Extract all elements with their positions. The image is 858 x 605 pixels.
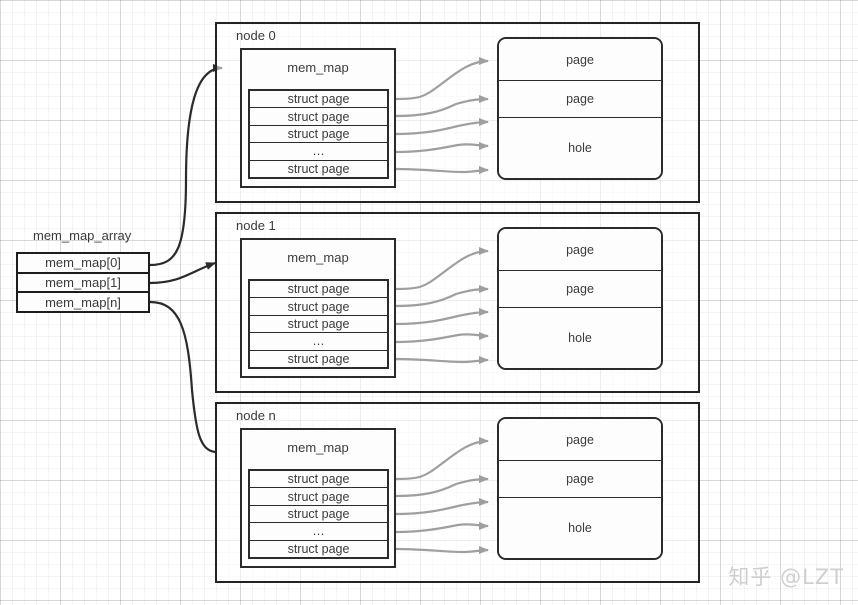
node-label-2: node n — [236, 408, 276, 423]
watermark: 知乎 @LZT — [728, 565, 844, 589]
mem-map-title-2: mem_map — [287, 440, 349, 455]
page-cell[interactable]: page — [499, 419, 661, 461]
struct-page-row[interactable]: struct page — [250, 281, 387, 299]
struct-page-row[interactable]: struct page — [250, 108, 387, 126]
hole-cell[interactable]: hole — [499, 308, 661, 368]
struct-page-row[interactable]: … — [250, 143, 387, 161]
struct-page-row[interactable]: struct page — [250, 160, 387, 178]
struct-page-row[interactable]: struct page — [250, 298, 387, 316]
struct-page-row[interactable]: struct page — [250, 350, 387, 368]
struct-page-row[interactable]: struct page — [250, 505, 387, 524]
array-entry-2[interactable]: mem_map[n] — [18, 293, 148, 312]
page-cell[interactable]: page — [499, 81, 661, 118]
struct-page-row[interactable]: struct page — [250, 125, 387, 144]
struct-page-row[interactable]: struct page — [250, 471, 387, 489]
page-cell[interactable]: page — [499, 271, 661, 308]
struct-page-list-2[interactable]: struct page struct page struct page … st… — [248, 469, 389, 559]
struct-page-row[interactable]: struct page — [250, 91, 387, 109]
hole-cell[interactable]: hole — [499, 498, 661, 558]
node-label-0: node 0 — [236, 28, 276, 43]
array-entry-1[interactable]: mem_map[1] — [18, 273, 148, 294]
struct-page-list-0[interactable]: struct page struct page struct page … st… — [248, 89, 389, 179]
struct-page-row[interactable]: struct page — [250, 540, 387, 558]
array-entry-0[interactable]: mem_map[0] — [18, 254, 148, 274]
page-box-1[interactable]: page page hole — [497, 227, 663, 370]
node-label-1: node 1 — [236, 218, 276, 233]
page-cell[interactable]: page — [499, 39, 661, 81]
struct-page-row[interactable]: … — [250, 523, 387, 541]
mem-map-title-1: mem_map — [287, 250, 349, 265]
struct-page-row[interactable]: struct page — [250, 488, 387, 506]
mem-map-title-0: mem_map — [287, 60, 349, 75]
struct-page-row[interactable]: … — [250, 333, 387, 351]
mem-map-array-title: mem_map_array — [33, 228, 132, 243]
page-cell[interactable]: page — [499, 461, 661, 498]
page-cell[interactable]: page — [499, 229, 661, 271]
struct-page-row[interactable]: struct page — [250, 315, 387, 334]
page-box-2[interactable]: page page hole — [497, 417, 663, 560]
connector-array2-noden — [149, 300, 216, 454]
struct-page-list-1[interactable]: struct page struct page struct page … st… — [248, 279, 389, 369]
mem-map-array-box[interactable]: mem_map[0] mem_map[1] mem_map[n] — [16, 252, 150, 313]
connector-array0-node0 — [149, 64, 223, 267]
page-box-0[interactable]: page page hole — [497, 37, 663, 180]
hole-cell[interactable]: hole — [499, 118, 661, 178]
connector-array1-node1 — [149, 261, 216, 285]
